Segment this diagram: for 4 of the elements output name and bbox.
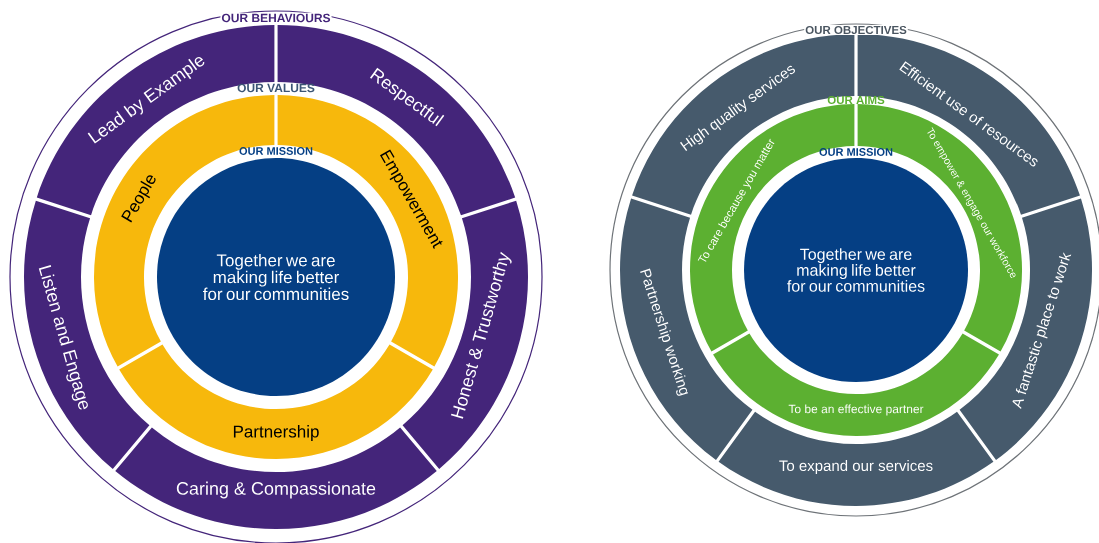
ring-segment: Partnership <box>119 344 433 460</box>
ring-segment: To be an effective partner <box>713 333 999 436</box>
ring-heading: OUR OBJECTIVES <box>804 24 908 36</box>
ring-heading: OUR BEHAVIOURS <box>220 12 332 24</box>
